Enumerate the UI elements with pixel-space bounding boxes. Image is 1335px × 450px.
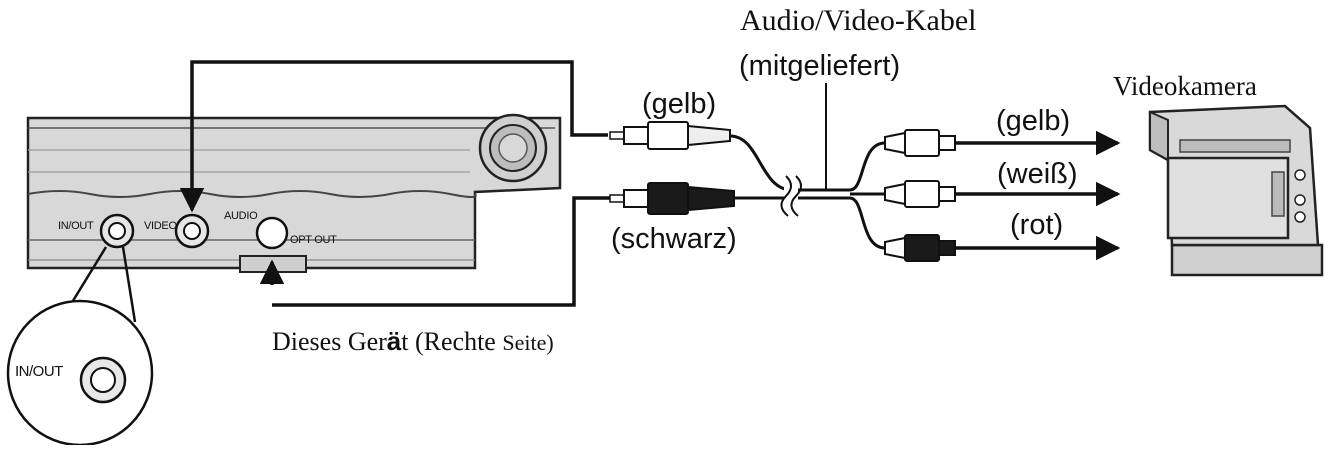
- plug-black-left: [609, 182, 735, 215]
- device-body: [26, 116, 562, 273]
- camera-label: Videokamera: [1113, 71, 1257, 101]
- port-audio-jack: [255, 216, 289, 250]
- rca-plug-white: [884, 180, 956, 208]
- zoom-label-in-out: IN/OUT: [15, 363, 63, 380]
- cable-video-line: [179, 60, 608, 213]
- label-red-right: (rot): [1010, 209, 1063, 241]
- device-knob: [478, 113, 548, 183]
- label-black-left: (schwarz): [611, 223, 737, 255]
- device-caption: Dieses Gerät (Rechte Seite): [272, 326, 554, 356]
- rca-plug-yellow: [884, 129, 956, 157]
- port-label-video: VIDEO: [144, 220, 177, 232]
- port-label-in-out: IN/OUT: [58, 220, 94, 232]
- port-in-out-jack: [99, 213, 135, 249]
- cable-bundle: [729, 83, 886, 250]
- plug-yellow-left: [609, 121, 731, 150]
- device-caption-part2: t (Rechte: [401, 327, 502, 356]
- label-yellow-left: (gelb): [642, 88, 716, 120]
- zoom-callout: [6, 246, 154, 447]
- device-caption-part1: Dieses Ger: [272, 327, 387, 356]
- rca-plug-red: [884, 234, 956, 262]
- cable-note: (mitgeliefert): [739, 50, 900, 82]
- camcorder-icon: [1148, 104, 1324, 277]
- label-white-right: (weiß): [997, 158, 1078, 190]
- device-caption-part3: Seite): [502, 330, 553, 355]
- port-label-opt-out: OPT OUT: [290, 234, 337, 246]
- label-yellow-right: (gelb): [996, 105, 1070, 137]
- port-video-jack: [174, 213, 210, 249]
- device-caption-bold: ä: [387, 326, 402, 356]
- port-label-audio: AUDIO: [224, 210, 258, 222]
- cable-audio-line: [259, 196, 610, 307]
- cable-title: Audio/Video-Kabel: [740, 4, 976, 37]
